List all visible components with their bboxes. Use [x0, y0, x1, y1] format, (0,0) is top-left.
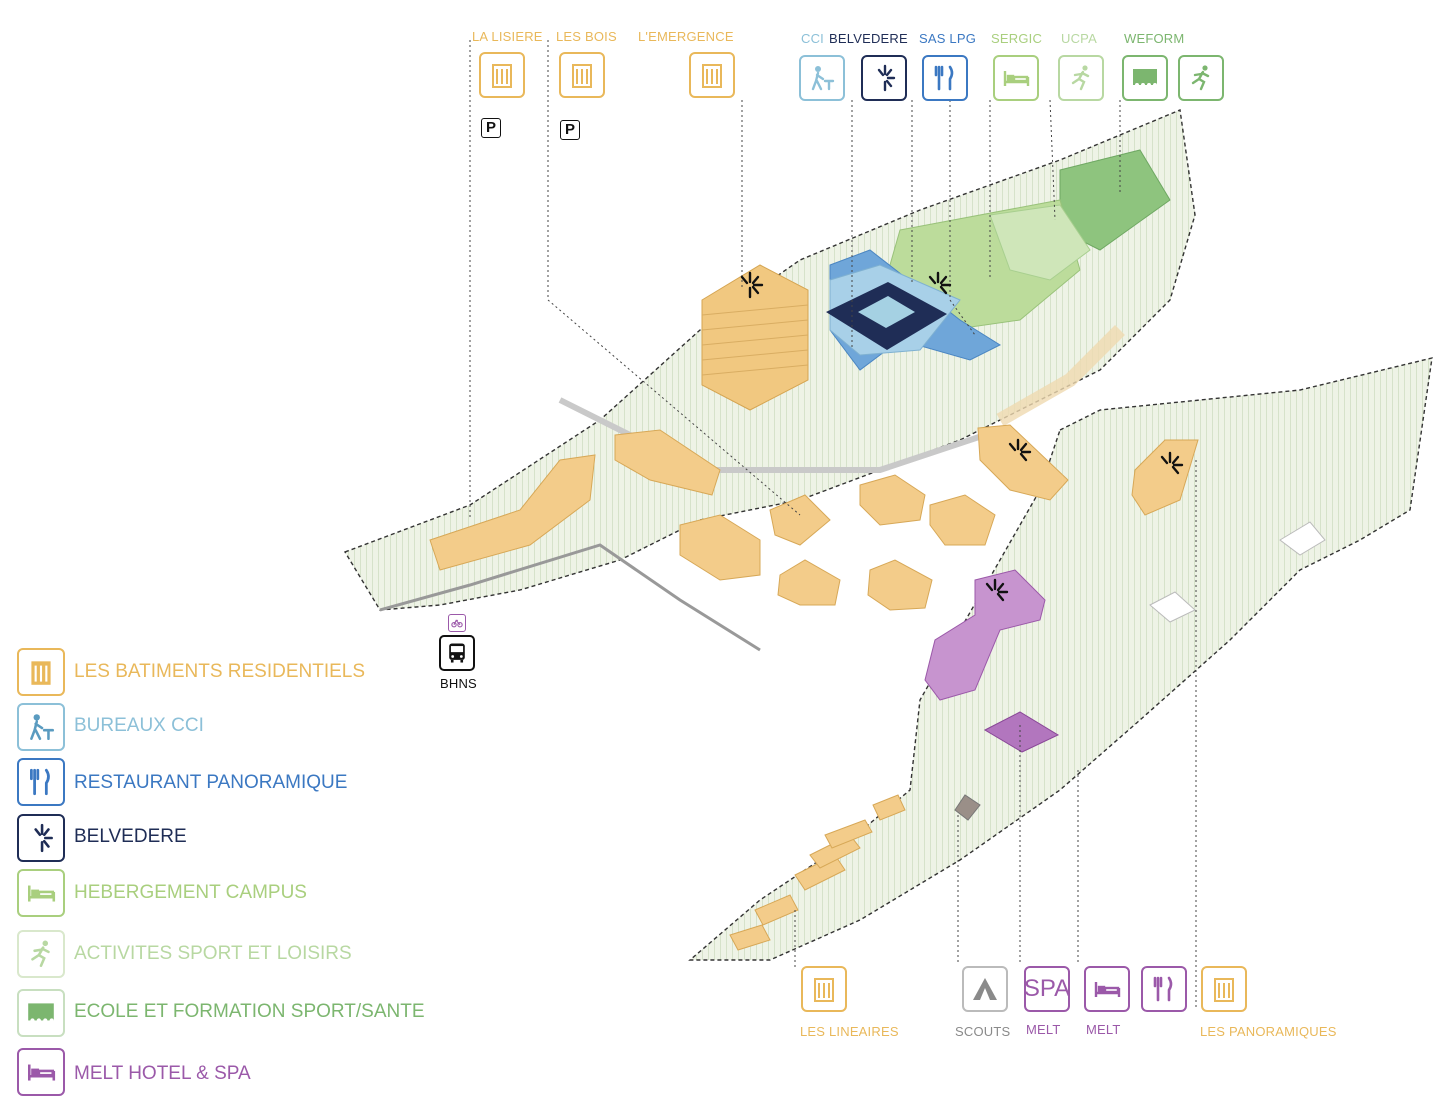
- school-icon: [17, 989, 65, 1037]
- runner-icon: [17, 930, 65, 978]
- les-bois-building: [614, 429, 721, 496]
- building-icon: [479, 52, 525, 98]
- legend-item-melt: MELT HOTEL & SPA: [74, 1063, 251, 1084]
- viewpoint-mark: [740, 271, 764, 299]
- office-worker-icon: [17, 703, 65, 751]
- legend-item-hebergement: HEBERGEMENT CAMPUS: [74, 882, 307, 903]
- label-emergence: L'EMERGENCE: [638, 29, 734, 44]
- label-les-bois: LES BOIS: [556, 29, 617, 44]
- emergence-tower: [701, 264, 809, 411]
- label-weform: WEFORM: [1124, 31, 1185, 46]
- residential-block: [777, 559, 841, 606]
- bed-icon: [1084, 966, 1130, 1012]
- fork-knife-icon: [17, 758, 65, 806]
- legend-item-belvedere: BELVEDERE: [74, 826, 187, 847]
- melt-spa-building: [983, 711, 1060, 753]
- viewpoint-icon: [17, 814, 65, 862]
- fork-knife-icon: [1141, 966, 1187, 1012]
- bed-icon: [17, 869, 65, 917]
- bus-icon: [439, 635, 475, 671]
- label-sergic: SERGIC: [991, 31, 1043, 46]
- bed-icon: [993, 55, 1039, 101]
- legend-item-ecole: ECOLE ET FORMATION SPORT/SANTE: [74, 1001, 425, 1022]
- building-icon: [689, 52, 735, 98]
- tent-icon: [962, 966, 1008, 1012]
- runner-icon: [1178, 55, 1224, 101]
- residential-block: [679, 514, 761, 581]
- label-les-panoramiques: LES PANORAMIQUES: [1200, 1024, 1337, 1039]
- bed-icon: [17, 1048, 65, 1096]
- melt-hotel-building: [924, 569, 1046, 701]
- building-icon: [559, 52, 605, 98]
- label-sas-lpg: SAS LPG: [919, 31, 977, 46]
- lineaire-block: [754, 894, 799, 926]
- label-melt-spa: MELT: [1026, 1022, 1061, 1037]
- label-belvedere: BELVEDERE: [829, 31, 908, 46]
- legend-item-restaurant: RESTAURANT PANORAMIQUE: [74, 772, 348, 793]
- lineaire-block: [729, 924, 771, 951]
- label-melt-hotel: MELT: [1086, 1022, 1121, 1037]
- viewpoint-mark: [928, 271, 952, 295]
- legend-item-bureaux: BUREAUX CCI: [74, 715, 204, 736]
- runner-icon: [1058, 55, 1104, 101]
- panoramiques-building: [1131, 439, 1199, 516]
- viewpoint-icon: [861, 55, 907, 101]
- label-la-lisiere: LA LISIERE: [472, 29, 543, 44]
- fork-knife-icon: [922, 55, 968, 101]
- parking-icon: P: [481, 118, 501, 138]
- building-icon: [1201, 966, 1247, 1012]
- viewpoint-mark: [985, 578, 1009, 602]
- building-icon: [17, 648, 65, 696]
- bike-icon: [448, 614, 466, 632]
- legend-item-sport: ACTIVITES SPORT ET LOISIRS: [74, 943, 352, 964]
- residential-block: [867, 559, 933, 611]
- viewpoint-mark: [1160, 451, 1184, 475]
- parking-icon: P: [560, 120, 580, 140]
- lineaire-block: [824, 819, 873, 849]
- residential-block: [977, 424, 1069, 501]
- viewpoint-mark: [1008, 438, 1032, 462]
- ucpa-building: [989, 204, 1091, 281]
- office-worker-icon: [799, 55, 845, 101]
- label-ucpa: UCPA: [1061, 31, 1097, 46]
- label-scouts: SCOUTS: [955, 1024, 1011, 1039]
- label-cci: CCI: [801, 31, 824, 46]
- legend-item-residential: LES BATIMENTS RESIDENTIELS: [74, 661, 366, 682]
- lineaire-block: [872, 794, 906, 821]
- label-les-lineaires: LES LINEAIRES: [800, 1024, 899, 1039]
- lisiere-building: [429, 454, 596, 571]
- residential-block: [929, 494, 996, 546]
- residential-block: [859, 474, 926, 526]
- spa-icon: SPA: [1024, 966, 1070, 1012]
- school-icon: [1122, 55, 1168, 101]
- scouts-building: [954, 794, 981, 821]
- label-bhns: BHNS: [440, 676, 477, 691]
- building-icon: [801, 966, 847, 1012]
- residential-block: [769, 494, 831, 546]
